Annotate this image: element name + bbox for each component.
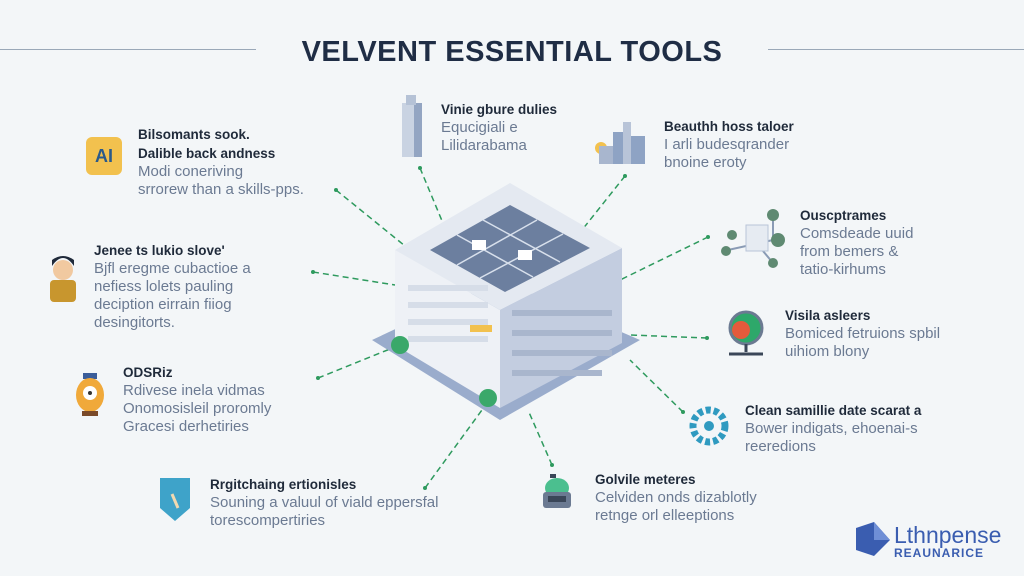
feature-item-6: Beauthh hoss taloer I arli budesqrander … bbox=[664, 117, 794, 172]
item-title: Bilsomants sook. bbox=[138, 127, 250, 142]
shield-icon bbox=[160, 478, 190, 521]
logo-name: Lthnpense bbox=[894, 522, 1002, 548]
item-title: Dalible back andness bbox=[138, 146, 276, 161]
item-desc: Bjfl eregme cubactioe a bbox=[94, 260, 251, 277]
item-desc: from bemers & bbox=[800, 243, 899, 260]
item-title: Ouscptrames bbox=[800, 208, 887, 223]
gauge-icon bbox=[76, 373, 104, 416]
city-icon bbox=[595, 122, 645, 164]
item-desc: retnge orl elleeptions bbox=[595, 507, 735, 524]
item-title: ODSRiz bbox=[123, 365, 173, 380]
item-desc: deciption eirrain fiiog bbox=[94, 296, 232, 313]
item-title: Rrgitchaing ertionisles bbox=[210, 477, 357, 492]
item-desc: Modi coneriving bbox=[138, 163, 244, 180]
molecule-network-icon bbox=[721, 209, 785, 268]
item-title: Golvile meteres bbox=[595, 472, 696, 487]
item-desc: uihiom blony bbox=[785, 343, 870, 360]
feature-item-9: Clean samillie date scarat a Bower indig… bbox=[745, 401, 921, 456]
item-title: Visila asleers bbox=[785, 308, 871, 323]
item-desc: Bomiced fetruions spbil bbox=[785, 325, 941, 342]
item-desc: Gracesi derhetiries bbox=[123, 418, 249, 435]
item-desc: Equcigiali e bbox=[441, 119, 518, 136]
title-rule-left bbox=[0, 49, 256, 50]
page-title: VELVENT ESSENTIAL TOOLS bbox=[301, 36, 723, 68]
feature-item-4: Rrgitchaing ertionisles Souning a valuul… bbox=[210, 475, 439, 530]
feature-item-5: Vinie gbure dulies Equcigiali e Lilidara… bbox=[441, 100, 557, 155]
item-desc: I arli budesqrander bbox=[664, 136, 790, 153]
item-desc: srrorew than a skills-pps. bbox=[138, 181, 304, 198]
item-title: Jenee ts lukio slove' bbox=[94, 243, 225, 258]
item-desc: reeredions bbox=[745, 438, 816, 455]
ai-badge-icon: AI bbox=[86, 137, 122, 175]
item-desc: nefiess lolets pauling bbox=[94, 278, 234, 295]
globe-stand-icon bbox=[728, 310, 764, 356]
item-desc: Rdivese inela vidmas bbox=[123, 382, 265, 399]
feature-item-1: Bilsomants sook. Dalible back andness Mo… bbox=[138, 125, 304, 199]
feature-item-8: Visila asleers Bomiced fetruions spbil u… bbox=[785, 306, 940, 361]
item-desc: Celviden onds dizablotly bbox=[595, 489, 757, 506]
robot-icon bbox=[543, 474, 571, 508]
brand-logo: Lthnpense REAUNARICE bbox=[854, 520, 1001, 563]
item-desc: Comsdeade uuid bbox=[800, 225, 914, 242]
item-title: Clean samillie date scarat a bbox=[745, 403, 922, 418]
title-rule-right bbox=[768, 49, 1024, 50]
feature-item-7: Ouscptrames Comsdeade uuid from bemers &… bbox=[800, 206, 913, 279]
item-title: Beauthh hoss taloer bbox=[664, 119, 794, 134]
feature-item-2: Jenee ts lukio slove' Bjfl eregme cubact… bbox=[94, 241, 251, 332]
person-avatar-icon bbox=[50, 256, 76, 302]
tower-icon bbox=[402, 95, 422, 157]
gear-icon bbox=[689, 406, 729, 446]
item-desc: tatio-kirhums bbox=[800, 261, 886, 278]
logo-mark-icon bbox=[856, 522, 890, 556]
item-desc: Lilidarabama bbox=[441, 137, 527, 154]
item-desc: desingitorts. bbox=[94, 314, 175, 331]
logo-subtitle: REAUNARICE bbox=[894, 546, 985, 560]
item-desc: torescompertiries bbox=[210, 512, 326, 529]
item-desc: Onomosisleil proromly bbox=[123, 400, 272, 417]
feature-item-3: ODSRiz Rdivese inela vidmas Onomosisleil… bbox=[123, 363, 271, 436]
item-title: Vinie gbure dulies bbox=[441, 102, 558, 117]
feature-item-10: Golvile meteres Celviden onds dizablotly… bbox=[595, 470, 757, 525]
item-desc: Souning a valuul of viald eppersfal bbox=[210, 494, 439, 511]
item-desc: bnoine eroty bbox=[664, 154, 747, 171]
item-desc: Bower indigats, ehoenai-s bbox=[745, 420, 918, 437]
